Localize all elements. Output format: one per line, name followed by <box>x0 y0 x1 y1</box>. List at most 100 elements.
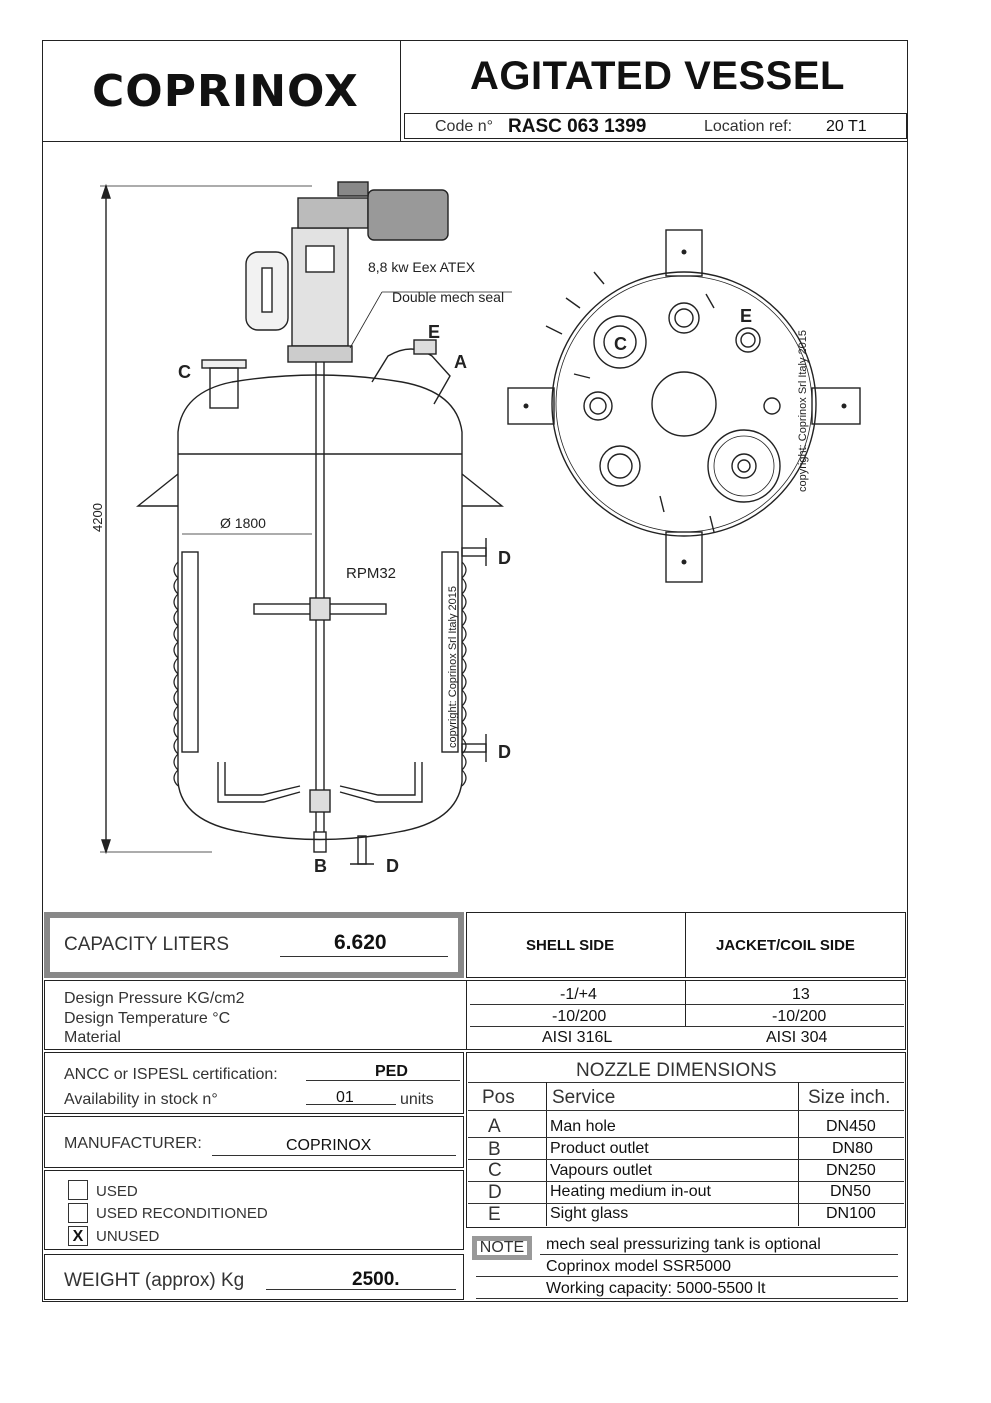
note-line: mech seal pressurizing tank is optional <box>546 1236 821 1253</box>
nozzle-row-line <box>468 1203 904 1204</box>
reconditioned-checkbox[interactable] <box>68 1203 88 1223</box>
capacity-box <box>44 912 464 978</box>
nozzle-row-size: DN50 <box>830 1183 871 1200</box>
note-line: Coprinox model SSR5000 <box>546 1258 731 1275</box>
capacity-value: 6.620 <box>334 931 387 954</box>
material-label: Material <box>64 1029 121 1046</box>
nozzle-row-line <box>468 1159 904 1160</box>
top-view-c-label: C <box>614 334 627 354</box>
stock-underline <box>306 1104 396 1105</box>
nozzle-row-service: Man hole <box>550 1118 616 1135</box>
nozzle-col-divider-1 <box>546 1082 547 1226</box>
manufacturer-label: MANUFACTURER: <box>64 1135 202 1152</box>
nozzle-row-pos: D <box>488 1182 502 1203</box>
design-line-1 <box>470 1004 904 1005</box>
certification-box <box>44 1052 464 1114</box>
nozzle-row-size: DN100 <box>826 1205 876 1222</box>
manufacturer-underline <box>212 1155 456 1156</box>
nozzle-title-line <box>468 1082 904 1083</box>
note-label: NOTE <box>472 1236 532 1260</box>
certification-label: ANCC or ISPESL certification: <box>64 1066 278 1083</box>
weight-value: 2500. <box>352 1269 400 1290</box>
nozzle-header-service: Service <box>552 1087 616 1108</box>
nozzle-table <box>466 1052 906 1228</box>
nozzle-row-service: Product outlet <box>550 1140 649 1157</box>
nozzle-row-size: DN250 <box>826 1162 876 1179</box>
weight-label: WEIGHT (approx) Kg <box>64 1270 245 1291</box>
nozzle-row-pos: A <box>488 1116 501 1137</box>
jacket-pressure: 13 <box>792 986 810 1003</box>
company-logo: COPRINOX <box>92 66 359 117</box>
nozzle-row-pos: B <box>488 1139 501 1160</box>
shell-temperature: -10/200 <box>552 1008 607 1025</box>
nozzle-d-bottom-label: D <box>386 856 399 876</box>
manufacturer-value: COPRINOX <box>286 1137 372 1154</box>
nozzle-a-label: A <box>454 352 467 372</box>
nozzle-d-upper-label: D <box>498 548 511 568</box>
nozzle-row-pos: C <box>488 1160 502 1181</box>
nozzle-col-divider-2 <box>798 1082 799 1226</box>
stock-unit: units <box>400 1091 434 1108</box>
note-line: Working capacity: 5000-5500 lt <box>546 1280 766 1297</box>
header-divider-horizontal <box>42 141 908 142</box>
seal-label: Double mech seal <box>392 289 504 305</box>
height-dimension-label: 4200 <box>90 503 105 532</box>
nozzle-row-size: DN80 <box>832 1140 873 1157</box>
location-label: Location ref: <box>704 118 793 135</box>
jacket-temperature: -10/200 <box>772 1008 827 1025</box>
nozzle-row-pos: E <box>488 1204 501 1225</box>
nozzle-row-service: Sight glass <box>550 1205 629 1222</box>
stock-value: 01 <box>336 1089 354 1106</box>
unused-checkbox[interactable]: X <box>68 1226 88 1246</box>
top-copyright: copyright: Coprinox Srl Italy 2015 <box>797 330 809 492</box>
shell-material: AISI 316L <box>542 1029 613 1046</box>
vessel-side-view: 4200 8,8 kw Eex ATEX Double mech seal Ø … <box>90 181 512 876</box>
rpm-label: RPM32 <box>346 565 396 582</box>
design-box <box>44 980 906 1050</box>
header-divider-vertical <box>400 40 401 142</box>
nozzle-b-bottom-label: B <box>314 856 327 876</box>
reconditioned-label: USED RECONDITIONED <box>96 1205 268 1222</box>
nozzle-table-title: NOZZLE DIMENSIONS <box>576 1060 777 1081</box>
motor-label: 8,8 kw Eex ATEX <box>368 259 476 275</box>
diameter-label: Ø 1800 <box>220 515 266 531</box>
stock-label: Availability in stock n° <box>64 1091 218 1108</box>
design-pressure-label: Design Pressure KG/cm2 <box>64 990 245 1007</box>
note-underline <box>476 1298 898 1299</box>
nozzle-row-size: DN450 <box>826 1118 876 1135</box>
weight-underline <box>266 1289 456 1290</box>
nozzle-row-line <box>468 1137 904 1138</box>
code-label: Code n° <box>435 118 493 135</box>
manufacturer-box <box>44 1116 464 1168</box>
sheet-frame <box>42 40 908 1302</box>
used-label: USED <box>96 1183 138 1200</box>
note-underline <box>540 1254 898 1255</box>
code-bar <box>404 113 907 139</box>
design-col-divider <box>685 980 686 1026</box>
document-title: AGITATED VESSEL <box>470 54 845 98</box>
nozzle-e-label: E <box>428 322 440 342</box>
used-checkbox[interactable] <box>68 1180 88 1200</box>
nozzle-d-lower-label: D <box>498 742 511 762</box>
certification-value: PED <box>375 1063 408 1080</box>
code-value: RASC 063 1399 <box>508 116 647 137</box>
nozzle-header-line <box>468 1110 904 1111</box>
nozzle-header-pos: Pos <box>482 1087 515 1108</box>
vessel-top-view: C E copyright: Coprinox Srl Italy 2015 <box>507 229 861 583</box>
capacity-label: CAPACITY LITERS <box>64 934 230 955</box>
capacity-underline <box>280 956 448 957</box>
design-line-2 <box>470 1026 904 1027</box>
certification-underline <box>306 1080 460 1081</box>
nozzle-row-service: Heating medium in-out <box>550 1183 711 1200</box>
jacket-material: AISI 304 <box>766 1029 828 1046</box>
top-view-e-label: E <box>740 306 752 326</box>
shell-pressure: -1/+4 <box>560 986 597 1003</box>
unused-label: UNUSED <box>96 1228 160 1245</box>
side-copyright: copyright: Coprinox Srl Italy 2015 <box>447 586 459 748</box>
nozzle-row-service: Vapours outlet <box>550 1162 652 1179</box>
nozzle-header-size: Size inch. <box>808 1087 891 1108</box>
nozzle-c-label: C <box>178 362 191 382</box>
nozzle-row-line <box>468 1181 904 1182</box>
location-value: 20 T1 <box>826 118 867 135</box>
weight-box <box>44 1254 464 1300</box>
